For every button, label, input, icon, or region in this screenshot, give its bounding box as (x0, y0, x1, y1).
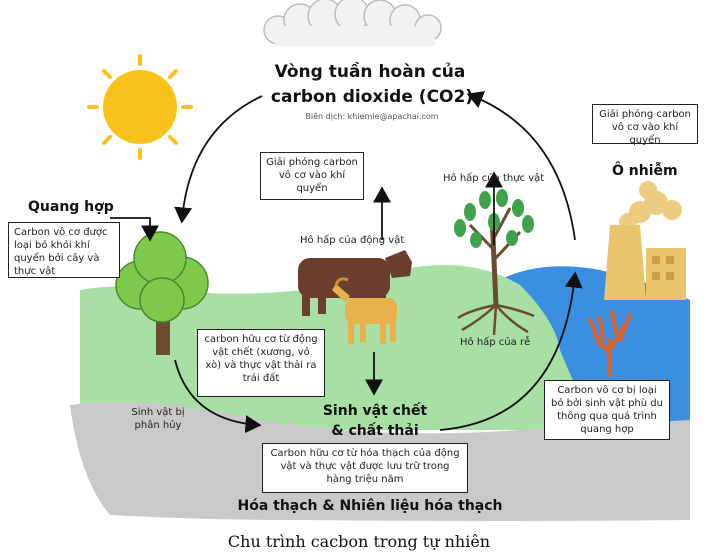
arrow-box-to-heading (110, 217, 159, 242)
photosynthesis-heading: Quang hợp (28, 199, 114, 215)
figure-caption: Chu trình cacbon trong tự nhiên (227, 532, 491, 551)
animal-respiration-label: Hô hấp của động vật (300, 235, 405, 246)
coral-icon (588, 310, 632, 377)
dead-organisms-heading-1: Sinh vật chết (322, 403, 428, 419)
arrow-title-to-tree (174, 95, 263, 224)
arrow-ocean-to-title (466, 91, 576, 241)
small-tree-icon (454, 189, 535, 336)
arrow-tree-to-dead (174, 359, 262, 434)
pollution-release-box: Giải phóng carbon vô cơ vào khí quyển (592, 104, 698, 146)
diagram-title-line1: Vòng tuần hoàn của (274, 62, 466, 82)
fossil-fuel-heading: Hóa thạch & Nhiên liệu hóa thạch (237, 498, 503, 514)
pollution-heading: Ô nhiễm (612, 163, 678, 179)
root-respiration-label: Hô hấp của rễ (460, 337, 531, 348)
animal-release-box: Giải phóng carbon vô cơ vào khí quyển (260, 152, 364, 200)
decomposers-label: Sinh vật bị phân hủy (131, 407, 185, 431)
dead-organic-carbon-box: carbon hữu cơ từ động vật chết (xương, v… (197, 329, 325, 397)
factory-icon (604, 181, 686, 300)
plant-respiration-label: Hô hấp của thực vật (443, 173, 545, 184)
credit-text: Biên dịch: khiemle@apachai.com (305, 112, 439, 121)
tree-icon (115, 231, 209, 355)
diagram-title-line2: carbon dioxide (CO2) (270, 87, 474, 107)
ocean-plankton-box: Carbon vô cơ bị loại bỏ bởi sinh vật phù… (544, 380, 670, 440)
goat-icon (332, 277, 397, 344)
photosynthesis-box: Carbon vô cơ được loại bỏ khỏi khí quyển… (8, 222, 120, 278)
dead-organisms-heading-2: & chất thải (331, 423, 419, 439)
fossil-carbon-box: Carbon hữu cơ từ hóa thạch của động vật … (262, 443, 468, 493)
arrow-dead-to-ocean (439, 271, 583, 431)
cloud-icon (263, 0, 442, 46)
sun-icon (87, 54, 193, 160)
